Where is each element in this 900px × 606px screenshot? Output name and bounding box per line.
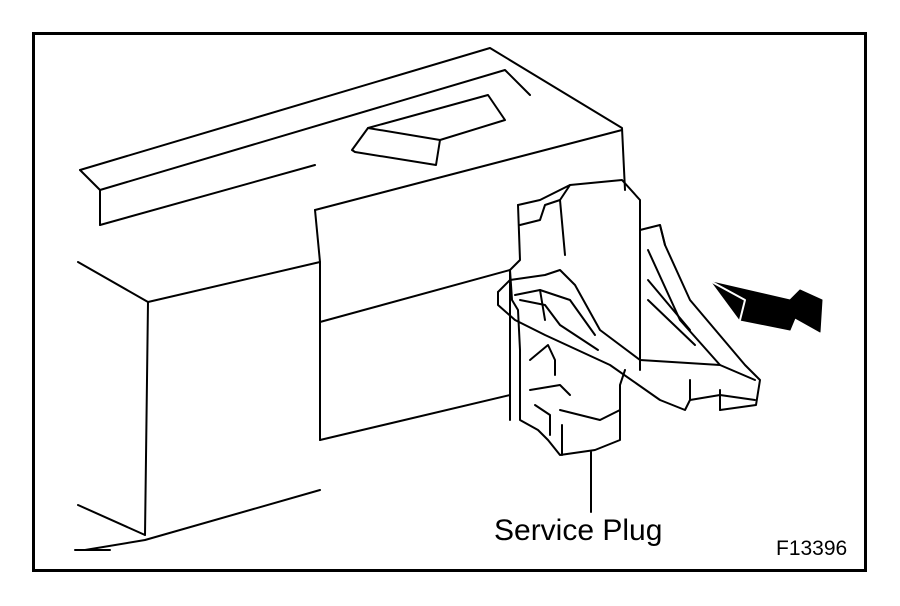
service-plug-label: Service Plug — [494, 514, 663, 547]
pull-direction-arrow-icon — [711, 281, 823, 333]
figure-id: F13396 — [776, 537, 848, 560]
service-plug — [497, 179, 761, 513]
housing — [74, 47, 626, 551]
